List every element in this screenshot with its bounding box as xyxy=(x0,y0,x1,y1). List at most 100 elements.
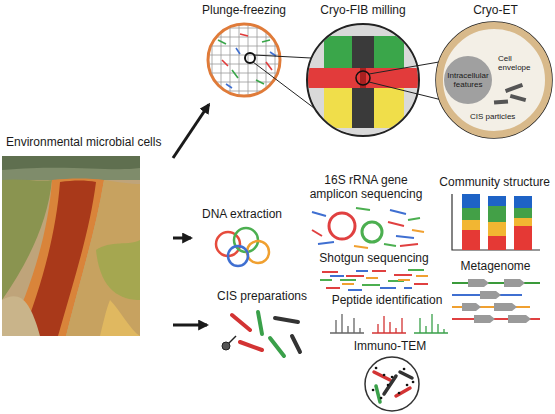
result-panel: Metagenome xyxy=(438,258,553,324)
contig xyxy=(452,282,540,284)
bar xyxy=(462,220,480,230)
flow-arrow xyxy=(173,324,207,327)
gene xyxy=(468,279,525,287)
method-panel: Plunge-freezing xyxy=(196,2,292,102)
node-label: 16S rRNA gene amplicon sequencing xyxy=(306,174,426,202)
bar xyxy=(462,230,480,250)
tem-field xyxy=(365,357,419,411)
photo-mat xyxy=(96,240,140,300)
gene xyxy=(474,315,531,323)
cis-particle xyxy=(510,94,526,102)
bar xyxy=(488,196,506,206)
amplicon xyxy=(312,222,418,246)
feature-circle: Intracellular features xyxy=(444,56,492,104)
photo-bank xyxy=(66,180,140,336)
labelled-rod xyxy=(384,372,412,394)
node-label: Cryo-ET xyxy=(473,4,518,18)
amplicon xyxy=(356,208,420,246)
zoom-spot xyxy=(356,71,370,85)
cells xyxy=(218,40,270,84)
bead-linker xyxy=(229,336,236,343)
bar xyxy=(462,194,480,208)
labelled-rod xyxy=(376,386,380,402)
zoom-spot xyxy=(245,53,255,63)
fib-outline xyxy=(307,24,419,136)
cells xyxy=(226,48,276,88)
node-label: Immuno-TEM xyxy=(354,340,427,354)
gene xyxy=(480,291,501,299)
node-label: Community structure xyxy=(439,176,550,190)
cells xyxy=(222,34,272,70)
fib-view xyxy=(300,20,430,140)
spectrum xyxy=(330,314,364,333)
method-panel: CIS preparations xyxy=(210,288,314,362)
photo-mat xyxy=(100,300,140,336)
dna-ring xyxy=(228,246,248,266)
dna-ring xyxy=(247,241,269,263)
zoom-line xyxy=(253,55,314,108)
em-grid xyxy=(208,24,280,96)
site-photo xyxy=(2,156,140,336)
node-label: Peptide identification xyxy=(332,294,443,308)
zoom-line xyxy=(369,62,442,100)
photo-trees xyxy=(2,156,140,170)
milled-trench xyxy=(352,88,374,128)
spectrum xyxy=(372,316,406,333)
method-panel: Shotgun sequencing xyxy=(316,250,431,294)
node-label: Environmental microbial cells xyxy=(6,136,161,150)
cis-particle xyxy=(505,83,523,93)
bar xyxy=(514,218,532,226)
node-label: Cryo-FIB milling xyxy=(320,4,405,18)
protective-layer xyxy=(324,36,404,68)
milled-trench xyxy=(352,36,374,68)
plasmid xyxy=(329,213,355,239)
node-label: Plunge-freezing xyxy=(202,4,286,18)
tomogram-panel: Cryo-ET Cell envelopeCIS particles Intrace… xyxy=(436,2,555,140)
grid-mesh xyxy=(204,20,284,100)
sample-block xyxy=(324,88,404,128)
bar xyxy=(514,196,532,208)
bar xyxy=(488,236,506,250)
node-label: CIS particles xyxy=(470,112,515,121)
bar xyxy=(514,208,532,218)
tomogram xyxy=(436,22,552,138)
spectrum xyxy=(414,314,448,333)
node-label: DNA extraction xyxy=(202,208,282,222)
method-panel: Peptide identification xyxy=(320,292,454,336)
photo-trees xyxy=(2,156,140,180)
node-label: Metagenome xyxy=(460,260,530,274)
amplicon xyxy=(354,230,424,248)
fib-ground xyxy=(300,20,430,140)
read xyxy=(342,276,428,284)
cell-envelope xyxy=(440,26,549,135)
method-panel: 16S rRNA gene amplicon sequencing xyxy=(306,172,426,252)
flow-arrow xyxy=(173,104,209,158)
node-label: Shotgun sequencing xyxy=(319,252,428,266)
plasmid xyxy=(362,222,382,242)
bar xyxy=(514,226,532,250)
node-label: Cell envelope xyxy=(498,54,536,72)
gene xyxy=(462,303,517,311)
flow-arrow xyxy=(173,237,191,240)
cis-particle xyxy=(494,99,508,104)
intracellular-body xyxy=(444,56,492,104)
photo-panel: Environmental microbial cells xyxy=(2,134,170,338)
grid-mesh xyxy=(204,20,284,100)
result-panel: Community structure xyxy=(436,174,553,254)
amplicon xyxy=(312,210,414,244)
grid-bar xyxy=(300,68,430,88)
bead xyxy=(222,342,230,350)
cis-rod xyxy=(275,318,300,352)
photo-rock xyxy=(2,296,40,336)
method-panel: DNA extraction xyxy=(194,206,290,270)
node-label: Intracellular features xyxy=(444,71,492,89)
bar xyxy=(488,222,506,236)
gold-label xyxy=(373,368,413,398)
method-panel: Immuno-TEM xyxy=(340,338,440,414)
method-panel: Cryo-FIB milling xyxy=(302,2,424,140)
photo-ground xyxy=(2,156,140,336)
bar xyxy=(462,208,480,220)
bar xyxy=(488,206,506,222)
